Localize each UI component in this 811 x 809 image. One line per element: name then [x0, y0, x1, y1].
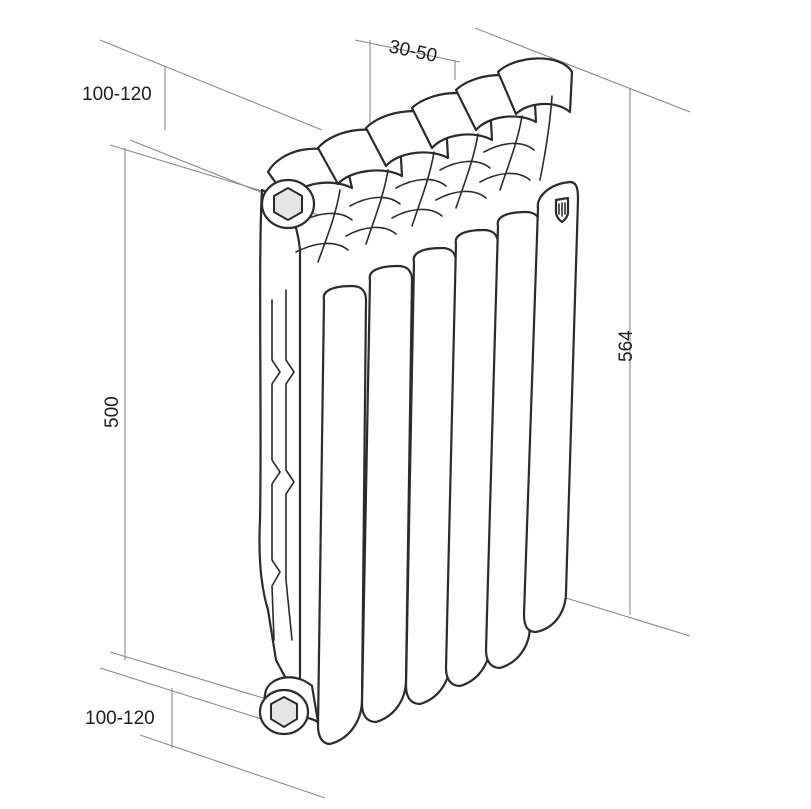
front-panels	[316, 180, 580, 746]
axis-height-extension-top	[109, 144, 266, 193]
top-header-section-6	[496, 57, 574, 116]
dimension-lines	[99, 27, 691, 799]
bottom-depth-label: 100-120	[85, 708, 155, 729]
bottom-plug-nut-icon	[270, 695, 298, 729]
top-depth-extension-upper	[99, 39, 323, 131]
top-plug	[260, 178, 316, 230]
fin-spacing-label: 30-50	[387, 36, 439, 67]
front-panel-6	[522, 180, 580, 634]
rear-sections	[258, 57, 574, 730]
side-profile-wave-inner	[285, 289, 295, 641]
axis-height-label: 500	[102, 396, 123, 428]
top-plug-nut-icon	[273, 186, 303, 222]
top-depth-label: 100-120	[82, 84, 152, 105]
total-height-extension-top	[474, 27, 691, 113]
bottom-plug	[258, 688, 310, 736]
side-profile-wave	[271, 299, 281, 641]
bottom-depth-extension-upper	[99, 667, 291, 729]
fin-ribs	[295, 95, 553, 263]
bottom-depth-extension-lower	[139, 734, 326, 799]
axis-height-extension-bottom	[109, 651, 271, 701]
side-profile-back	[258, 188, 302, 702]
fin-spacing-dimension-line	[354, 39, 461, 63]
front-panel-1	[316, 284, 368, 746]
front-panel-2	[360, 264, 414, 724]
total-height-label: 564	[616, 330, 637, 362]
